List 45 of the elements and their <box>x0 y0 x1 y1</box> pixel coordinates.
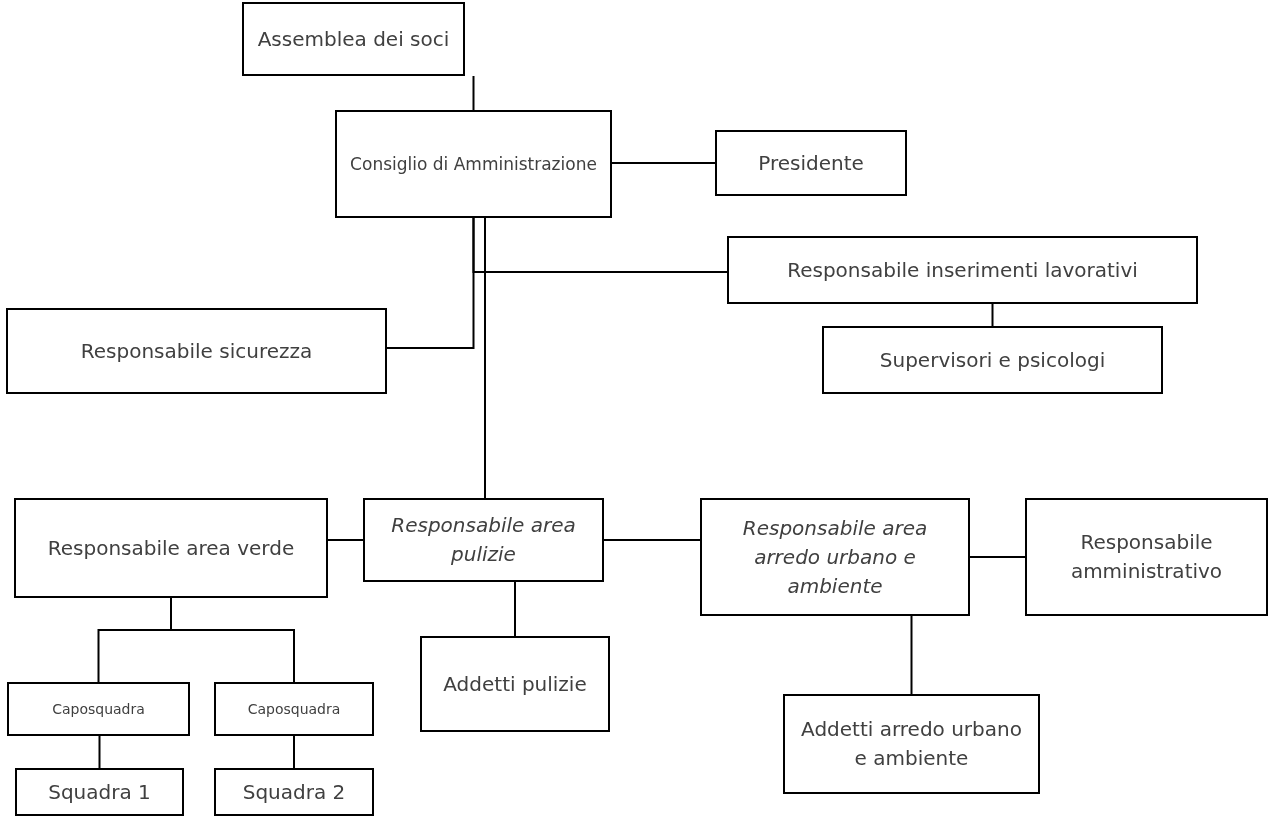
connector-line <box>991 303 994 327</box>
org-box <box>214 768 374 816</box>
box-label: Responsabile sicurezza <box>80 337 313 365</box>
org-box <box>242 2 465 76</box>
connector-line <box>327 539 364 541</box>
box-label: Responsabile inserimenti lavorativi <box>787 256 1138 284</box>
box-label: Responsabile area verde <box>47 534 295 562</box>
box-label: Caposquadra <box>247 699 341 719</box>
box-label: Caposquadra <box>52 699 145 719</box>
box-label: Consiglio di Amministrazione <box>350 152 597 176</box>
org-box <box>7 682 190 736</box>
connector-line <box>293 735 295 769</box>
box-label: Responsabile amministrativo <box>1069 529 1224 585</box>
connector-line <box>603 539 701 541</box>
box-label: Supervisori e psicologi <box>879 346 1106 374</box>
org-box <box>783 694 1040 794</box>
box-label: Assemblea dei soci <box>257 25 450 53</box>
connector-line <box>386 217 475 349</box>
connector-line <box>484 217 486 499</box>
org-box <box>727 236 1198 304</box>
box-label: Squadra 1 <box>48 778 151 806</box>
box-label: Addetti arredo urbano e ambiente <box>800 716 1023 772</box>
box-label: Squadra 2 <box>242 778 346 806</box>
org-box <box>700 498 970 616</box>
connector-line <box>910 615 913 695</box>
box-label: Responsabile area arredo urbano e ambiente <box>741 514 929 600</box>
org-box <box>15 768 184 816</box>
connector-line <box>98 735 101 769</box>
connector-line <box>472 75 475 111</box>
connector-line <box>969 556 1026 558</box>
connector-line <box>170 597 295 683</box>
org-box <box>1025 498 1268 616</box>
box-label: Presidente <box>758 149 864 177</box>
org-box <box>363 498 604 582</box>
org-box <box>6 308 387 394</box>
box-label: Addetti pulizie <box>443 670 587 698</box>
org-box <box>14 498 328 598</box>
connector-line <box>514 581 516 637</box>
org-box <box>214 682 374 736</box>
org-box <box>420 636 610 732</box>
org-box <box>822 326 1163 394</box>
org-box <box>335 110 612 218</box>
box-label: Responsabile area pulizie <box>390 512 577 568</box>
connector-line <box>611 162 716 164</box>
org-box <box>715 130 907 196</box>
